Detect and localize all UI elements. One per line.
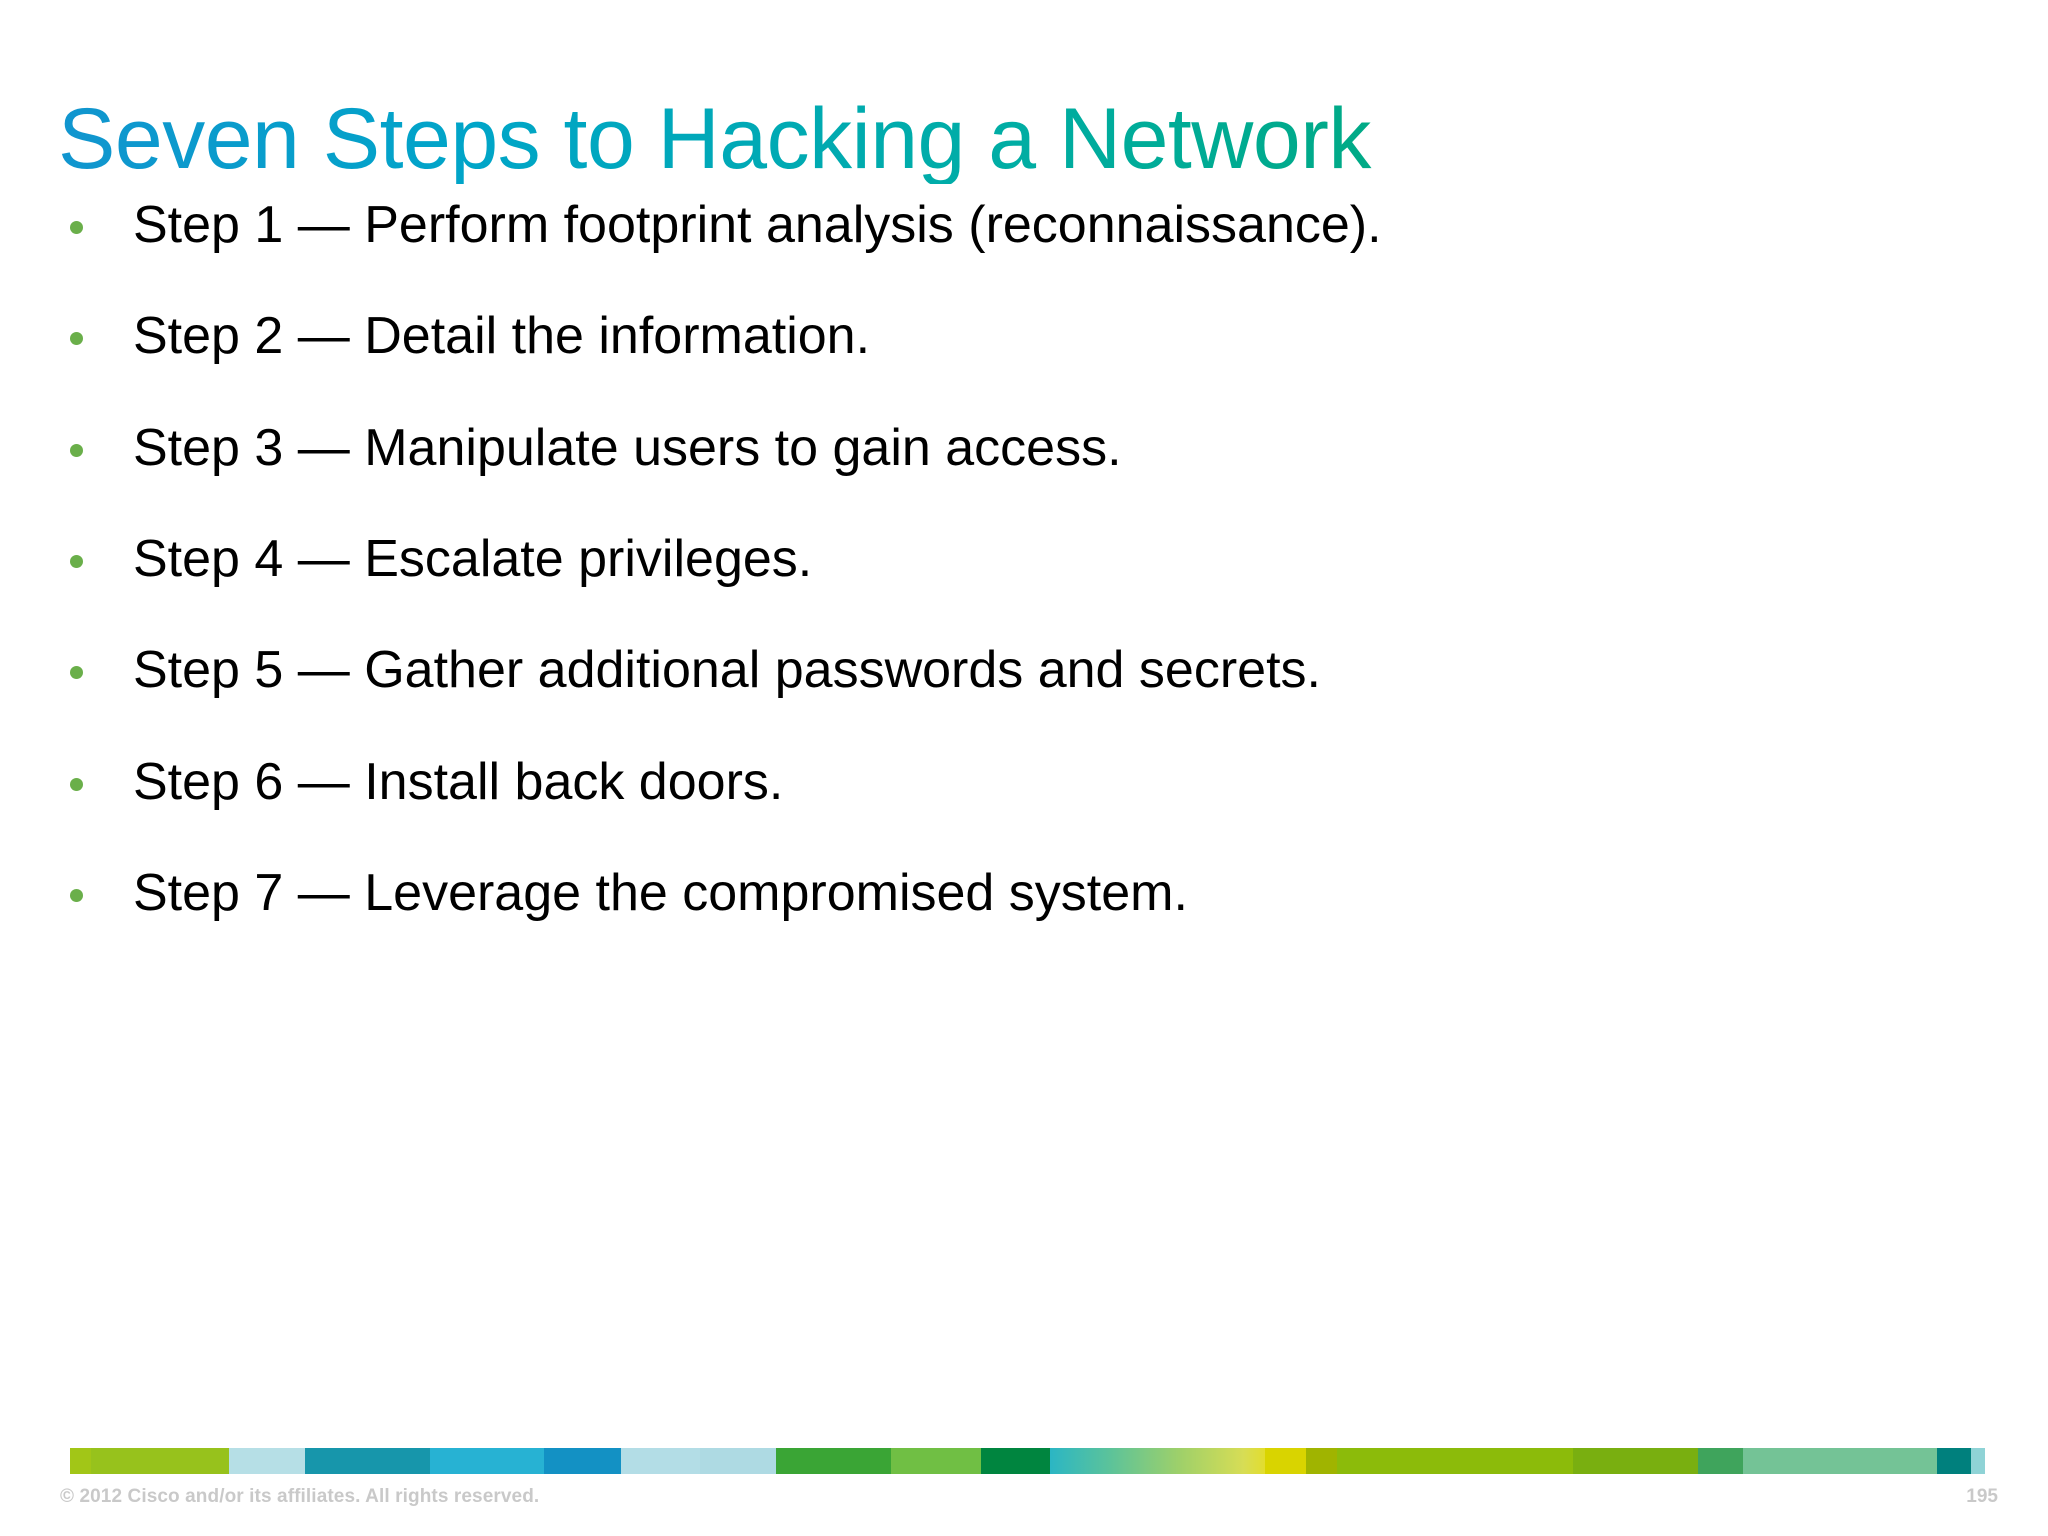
color-bar-segment: [1936, 1448, 1972, 1474]
footer-color-bar: [70, 1448, 1986, 1474]
page-title: Seven Steps to Hacking a Network: [58, 93, 1958, 184]
color-bar-segment: [1264, 1448, 1307, 1474]
color-bar-segment: [620, 1448, 701, 1474]
color-bar-segment: [1742, 1448, 1937, 1474]
bullet-dot-icon: [70, 443, 83, 457]
color-bar-segment: [1697, 1448, 1743, 1474]
color-bar-segment: [1572, 1448, 1698, 1474]
list-item: Step 6 — Install back doors.: [58, 752, 1958, 813]
list-item: Step 7 — Leverage the compromised system…: [58, 863, 1958, 924]
color-bar-segment: [305, 1448, 431, 1474]
bullet-dot-icon: [70, 221, 83, 234]
list-item-label: Step 6 — Install back doors.: [133, 752, 784, 811]
page-number: 195: [1966, 1486, 1998, 1507]
color-bar-segment: [1337, 1448, 1573, 1474]
list-item-label: Step 3 — Manipulate users to gain access…: [133, 418, 1122, 477]
list-item-label: Step 2 — Detail the information.: [133, 307, 871, 366]
bullet-dot-icon: [70, 332, 83, 346]
list-item: Step 3 — Manipulate users to gain access…: [58, 418, 1958, 479]
color-bar-segment: [1050, 1448, 1265, 1474]
bullet-dot-icon: [70, 555, 83, 569]
list-item: Step 4 — Escalate privileges.: [58, 529, 1958, 590]
list-item: Step 5 — Gather additional passwords and…: [58, 640, 1958, 701]
color-bar-segment: [776, 1448, 891, 1474]
color-bar-segment: [1971, 1448, 1986, 1474]
list-item: Step 1 — Perform footprint analysis (rec…: [58, 195, 1958, 256]
bullet-dot-icon: [70, 666, 83, 680]
bullet-list: Step 1 — Perform footprint analysis (rec…: [58, 195, 1958, 975]
list-item: Step 2 — Detail the information.: [58, 306, 1958, 367]
color-bar-segment: [229, 1448, 306, 1474]
color-bar-segment: [90, 1448, 230, 1474]
color-bar-segment: [544, 1448, 621, 1474]
color-bar-segment: [430, 1448, 545, 1474]
color-bar-segment: [1306, 1448, 1338, 1474]
color-bar-segment: [980, 1448, 1051, 1474]
list-item-label: Step 1 — Perform footprint analysis (rec…: [133, 196, 1382, 254]
color-bar-segment: [70, 1448, 91, 1474]
list-item-label: Step 5 — Gather additional passwords and…: [133, 641, 1321, 700]
bullet-dot-icon: [70, 777, 83, 791]
list-item-label: Step 7 — Leverage the compromised system…: [133, 864, 1188, 923]
color-bar-segment: [700, 1448, 777, 1474]
bullet-dot-icon: [70, 889, 83, 903]
copyright-notice: © 2012 Cisco and/or its affiliates. All …: [60, 1486, 540, 1507]
list-item-label: Step 4 — Escalate privileges.: [133, 530, 813, 589]
color-bar-segment: [890, 1448, 981, 1474]
